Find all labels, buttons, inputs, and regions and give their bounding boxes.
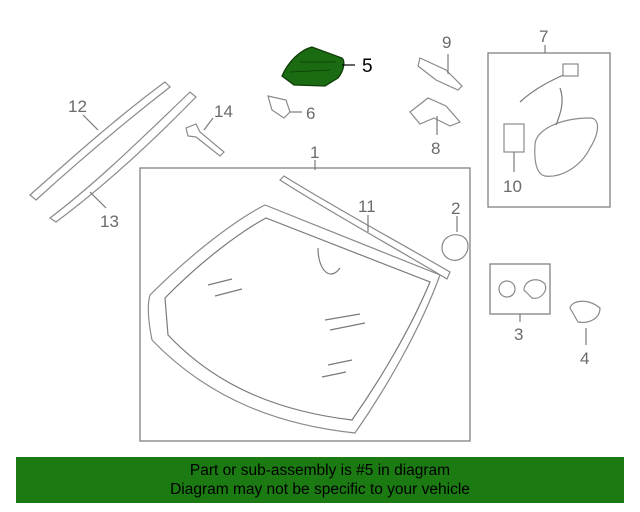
mirror-cover-detail	[289, 61, 336, 73]
callout-6: 6	[306, 104, 315, 123]
mirror-cover-highlighted[interactable]	[281, 46, 345, 87]
callout-10: 10	[503, 177, 522, 196]
glass-reflection-4	[329, 322, 366, 331]
part-6-bracket[interactable]	[267, 95, 291, 119]
part-4-bracket[interactable]	[569, 300, 601, 323]
part-8-bracket[interactable]	[409, 97, 462, 127]
glass-reflection-1	[207, 278, 233, 286]
callout-14: 14	[214, 102, 233, 121]
banner-line-1: Part or sub-assembly is #5 in diagram	[189, 462, 451, 479]
part-3-washer[interactable]	[498, 280, 516, 298]
info-banner: Part or sub-assembly is #5 in diagram Di…	[16, 457, 624, 503]
leader-14	[203, 117, 214, 131]
windshield-group-box	[139, 167, 471, 442]
part-3-clip[interactable]	[523, 279, 547, 299]
part-9-bracket[interactable]	[417, 57, 463, 91]
upper-molding[interactable]	[279, 175, 451, 280]
side-molding-left-inner[interactable]	[48, 91, 197, 223]
callout-8: 8	[431, 139, 440, 158]
glass-reflection-5	[327, 359, 353, 366]
mirror-wire	[519, 71, 571, 126]
banner-line-2: Diagram may not be specific to your vehi…	[170, 481, 470, 498]
windshield-inner-edge	[164, 217, 431, 421]
callout-9: 9	[442, 33, 451, 52]
leader-13	[89, 191, 107, 209]
part-10-sensor[interactable]	[503, 123, 525, 153]
mirror-mount-notch	[317, 247, 341, 275]
callout-13: 13	[100, 212, 119, 231]
callout-4: 4	[580, 349, 589, 368]
mirror-group-box	[487, 52, 611, 208]
callout-5: 5	[362, 56, 373, 77]
clip-part[interactable]	[185, 123, 225, 157]
side-molding-left-outer[interactable]	[29, 81, 171, 201]
callout-2: 2	[451, 199, 460, 218]
mirror-connector	[562, 63, 579, 77]
leader-12	[82, 114, 99, 131]
callout-12: 12	[68, 97, 87, 116]
rear-view-mirror[interactable]	[534, 117, 599, 177]
glass-reflection-2	[214, 288, 243, 297]
callout-3: 3	[514, 325, 523, 344]
parts-diagram: 1 2 3 4 5 6 7 8 9 10 11 12 13 14	[29, 27, 611, 442]
callout-1: 1	[310, 143, 319, 162]
windshield-glass[interactable]	[147, 204, 441, 434]
part-2-grommet[interactable]	[441, 234, 469, 261]
callout-11: 11	[358, 197, 376, 216]
glass-reflection-3	[324, 313, 361, 321]
callout-7: 7	[539, 27, 548, 46]
glass-reflection-6	[321, 371, 347, 378]
